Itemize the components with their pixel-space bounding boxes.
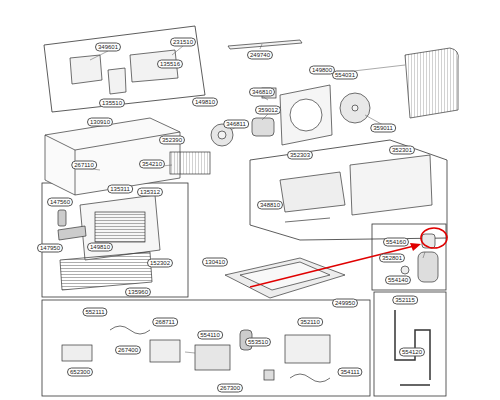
callout-number: 354111 — [337, 368, 362, 377]
arrowhead — [410, 243, 421, 251]
callout-number: 149810 — [192, 98, 218, 107]
callout-number: 552111 — [82, 308, 107, 317]
group-outline — [42, 183, 188, 297]
fan — [340, 93, 370, 123]
group-outline — [374, 292, 446, 396]
shroud — [280, 85, 332, 145]
callout-number: 346811 — [223, 120, 249, 129]
group-outline — [42, 300, 370, 396]
pcb — [150, 340, 180, 362]
callout-number: 267400 — [115, 346, 141, 355]
callout-number: 359012 — [255, 106, 281, 115]
callout-number: 359011 — [370, 124, 396, 133]
wire — [110, 326, 150, 334]
callout-number: 352801 — [379, 254, 405, 263]
callout-number: 352115 — [392, 296, 418, 305]
callout-number: 149800 — [309, 66, 335, 75]
callout-number: 267300 — [217, 384, 243, 393]
relay — [264, 370, 274, 380]
callout-number: 652300 — [67, 368, 93, 377]
callout-number: 130910 — [87, 118, 113, 127]
callout-number: 249740 — [247, 51, 273, 60]
callout-number: 352110 — [297, 318, 323, 327]
front-panel — [80, 195, 160, 260]
partition — [350, 155, 432, 215]
callout-number: 349601 — [95, 43, 121, 52]
air-guide — [280, 172, 345, 212]
rail — [228, 40, 302, 49]
compressor — [418, 252, 438, 282]
highlight-circle — [421, 228, 447, 248]
callout-number: 135510 — [99, 99, 125, 108]
callout-number: 135960 — [125, 288, 151, 297]
callout-number: 231510 — [170, 38, 196, 47]
remote — [58, 210, 66, 226]
control-box — [195, 345, 230, 370]
callout-number: 352390 — [159, 136, 185, 145]
cabinet — [45, 118, 180, 195]
callout-number: 149810 — [87, 243, 113, 252]
callout-number: 352301 — [389, 146, 415, 155]
callout-number: 553510 — [245, 338, 271, 347]
callout-number: 135312 — [137, 188, 163, 197]
callout-number: 554120 — [399, 348, 425, 357]
piping — [395, 310, 430, 380]
filter — [60, 252, 152, 290]
callout-number: 268711 — [152, 318, 178, 327]
control-panel — [62, 345, 92, 361]
highlight-arrow — [250, 246, 414, 287]
callout-number: 147950 — [37, 244, 63, 253]
callout-number: 130410 — [202, 258, 228, 267]
group-outline — [372, 224, 446, 290]
callout-number: 249950 — [332, 299, 358, 308]
group-outline — [44, 26, 205, 112]
condenser — [405, 48, 458, 118]
side-curtain — [70, 55, 102, 84]
callout-number: 354210 — [139, 160, 165, 169]
callout-number: 135516 — [157, 60, 183, 69]
callout-number: 348810 — [257, 201, 283, 210]
callout-number: 352303 — [287, 151, 313, 160]
callout-number: 135311 — [107, 185, 133, 194]
callout-number: 267110 — [71, 161, 97, 170]
callout-number: 554110 — [197, 331, 223, 340]
callout-number: 346810 — [249, 88, 275, 97]
louver — [58, 226, 86, 240]
group-outline — [250, 140, 447, 240]
evaporator — [170, 152, 210, 174]
callout-number: 554031 — [332, 71, 358, 80]
callout-number: 554160 — [383, 238, 409, 247]
callout-number: 554140 — [385, 276, 411, 285]
motor — [252, 118, 274, 136]
callout-number: 147560 — [47, 198, 73, 207]
callout-number: 152302 — [147, 259, 173, 268]
cover — [285, 335, 330, 363]
bracket — [108, 68, 126, 94]
